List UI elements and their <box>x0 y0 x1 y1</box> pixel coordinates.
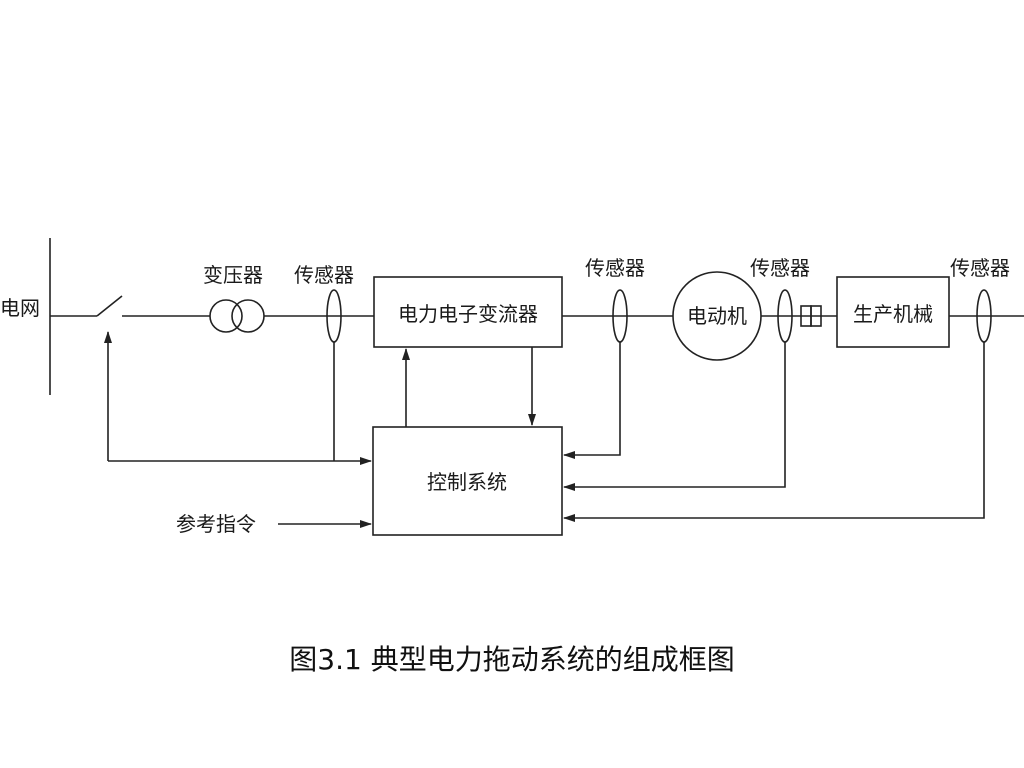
sensor-3-feedback-arrow <box>563 342 786 491</box>
transformer-label: 变压器 <box>203 263 263 287</box>
control-label: 控制系统 <box>427 470 507 494</box>
machinery-box <box>836 276 950 348</box>
figure-caption: 图3.1 典型电力拖动系统的组成框图 <box>289 643 735 676</box>
coupling-right <box>810 305 822 327</box>
control-box <box>372 426 563 536</box>
sensor-2-label: 传感器 <box>585 256 645 280</box>
sensor-2-feedback-arrow <box>563 342 621 459</box>
converter-box <box>373 276 563 348</box>
sensor-4-label: 传感器 <box>950 256 1010 280</box>
converter-label: 电力电子变流器 <box>398 302 538 326</box>
grid-label: 电网 <box>0 296 40 320</box>
power-drive-block-diagram: 电网 变压器 传感器 电力电子变流器 传感器 电动机 传感器 生产机械 传感器 … <box>0 238 1024 536</box>
machinery-label: 生产机械 <box>853 302 933 326</box>
sensor-1-label: 传感器 <box>294 263 354 287</box>
reference-label: 参考指令 <box>176 512 256 536</box>
sensor-3-label: 传感器 <box>750 256 810 280</box>
switch-blade <box>96 295 123 317</box>
transformer-coil-secondary <box>231 299 265 333</box>
motor-label: 电动机 <box>687 304 747 328</box>
sensor-4-feedback-arrow <box>563 342 985 522</box>
transformer-coil-primary <box>209 299 243 333</box>
